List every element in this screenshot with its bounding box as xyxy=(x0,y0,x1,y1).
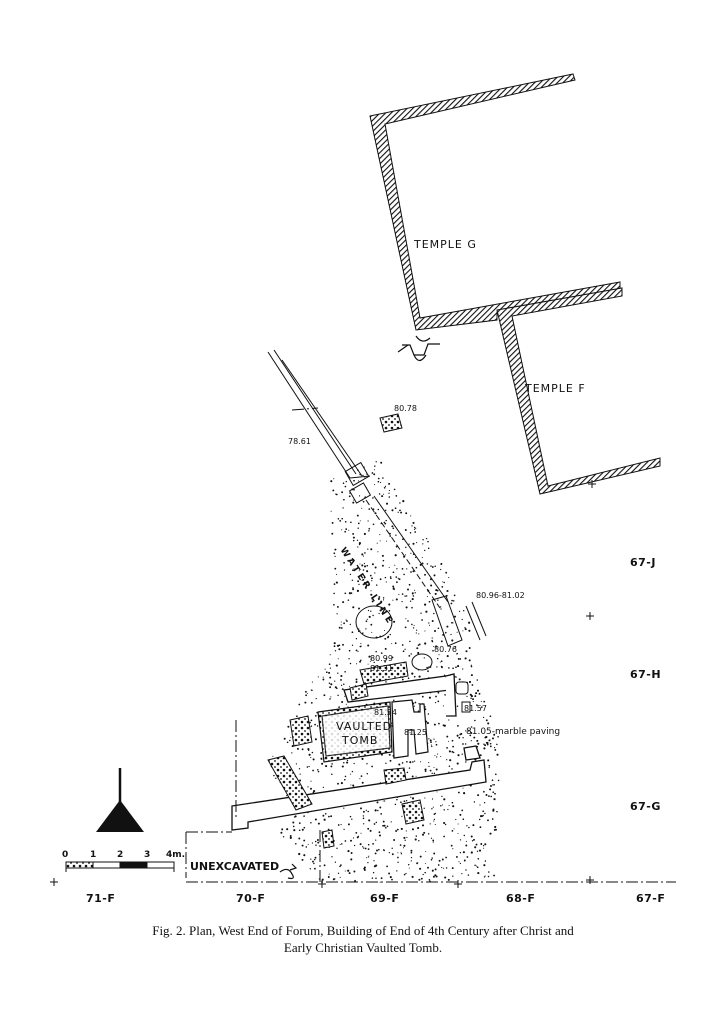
grid-label-right: 67-J xyxy=(630,556,656,569)
vaulted-label: VAULTED xyxy=(336,720,393,733)
scale-bar xyxy=(65,861,175,872)
scale-tick-label: 0 xyxy=(62,850,69,860)
site-plan-drawing xyxy=(50,73,676,888)
unexcavated-arrow xyxy=(279,863,298,880)
elevation-label: 81.05-marble paving xyxy=(466,727,561,737)
wall-remnant-top xyxy=(379,413,403,433)
caption-line: Early Christian Vaulted Tomb. xyxy=(283,940,443,955)
scale-tick-label: 2 xyxy=(117,850,124,860)
stone-fragments xyxy=(267,661,425,849)
tomb-label: TOMB xyxy=(342,734,379,747)
grid-label-bottom: 67-F xyxy=(636,892,666,905)
apse-feature xyxy=(397,335,440,362)
grid-label-bottom: 70-F xyxy=(236,892,266,905)
vaulted-tomb-structure xyxy=(317,699,429,763)
temple-f-wall xyxy=(496,287,661,495)
temple-g-label: TEMPLE G xyxy=(414,238,477,251)
figure-caption: Fig. 2. Plan, West End of Forum, Buildin… xyxy=(60,922,666,956)
elevation-label: 81.54 xyxy=(374,708,397,717)
small-blocks xyxy=(455,681,471,713)
temple-g-wall xyxy=(369,73,621,331)
round-pit xyxy=(355,605,433,671)
excavation-boundary xyxy=(185,407,676,884)
elevation-label: 81.31 xyxy=(370,664,393,673)
grid-label-right: 67-G xyxy=(630,800,661,813)
grid-label-bottom: 71-F xyxy=(86,892,116,905)
elevation-label: 80.99 xyxy=(370,654,393,663)
elevation-label: 81.25 xyxy=(404,728,427,737)
grid-crosses xyxy=(50,480,596,888)
elevation-label: 80.78 xyxy=(394,404,417,413)
scale-tick-label: 4m. xyxy=(166,850,186,860)
elevation-label: 81.57 xyxy=(464,704,487,713)
grid-label-bottom: 69-F xyxy=(370,892,400,905)
north-arrow-icon xyxy=(96,768,144,832)
water-line-channel xyxy=(267,349,487,647)
scale-tick-label: 1 xyxy=(90,850,97,860)
elevation-label: 78.61 xyxy=(288,437,311,446)
temple-f-label: TEMPLE F xyxy=(525,382,586,395)
elevation-label: 80.96-81.02 xyxy=(476,591,525,600)
building-walls xyxy=(231,673,487,831)
scale-tick-label: 3 xyxy=(144,850,151,860)
elevation-label: 80.76 xyxy=(434,645,457,654)
unexcavated-label: UNEXCAVATED xyxy=(190,860,280,873)
grid-label-bottom: 68-F xyxy=(506,892,536,905)
grid-label-right: 67-H xyxy=(630,668,662,681)
caption-line: Fig. 2. Plan, West End of Forum, Buildin… xyxy=(152,923,574,938)
